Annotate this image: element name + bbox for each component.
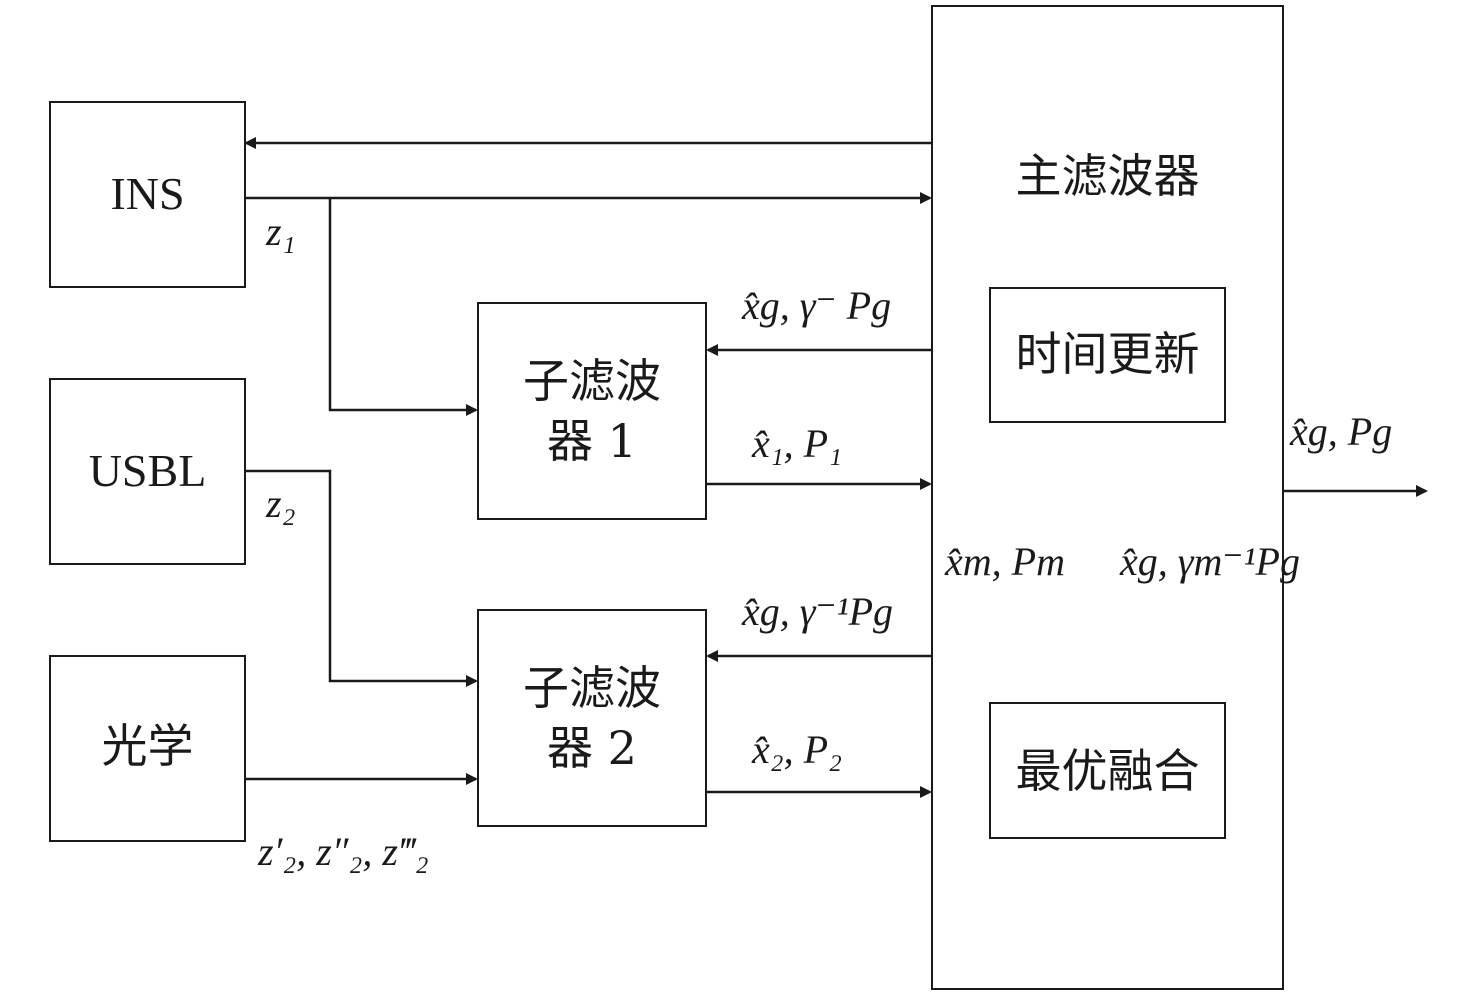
usbl-block: USBL [49,378,246,565]
optical-block: 光学 [49,655,246,842]
usbl-label: USBL [88,445,207,496]
optimal-fusion-block: 最优融合 [989,702,1226,839]
sub-filter-1-block: 子滤波 器 1 [477,302,707,520]
signal-output: x̂g, Pg [1290,409,1393,454]
signal-z-optical: z′₂, z″₂, z‴₂ [258,829,429,874]
signal-from-sub2: x̂₂, P₂ [752,727,842,772]
signal-from-fusion: x̂g, γm⁻¹Pg [1120,539,1300,584]
arrow-usbl-to-sub2 [246,469,478,687]
optical-label: 光学 [101,719,194,773]
time-update-label: 时间更新 [1015,327,1200,381]
sub-filter-1-label: 子滤波 器 1 [523,354,661,468]
main-filter-label: 主滤波器 [1015,149,1200,203]
signal-z2: z₂ [266,481,296,526]
signal-to-fusion: x̂m, Pm [945,539,1065,584]
time-update-block: 时间更新 [989,287,1226,423]
sub-filter-2-label: 子滤波 器 2 [523,661,661,775]
main-filter-block: 主滤波器 [931,5,1284,990]
ins-label: INS [110,168,185,219]
ins-block: INS [49,101,246,288]
optimal-fusion-label: 最优融合 [1015,744,1200,798]
signal-z1: z₁ [266,209,296,254]
sub-filter-2-block: 子滤波 器 2 [477,609,707,827]
signal-to-sub1: x̂g, γ⁻ Pg [742,283,892,328]
arrow-ins-to-sub1 [328,198,478,416]
signal-to-sub2: x̂g, γ⁻¹Pg [742,589,894,634]
signal-from-sub1: x̂₁, P₁ [752,421,842,466]
